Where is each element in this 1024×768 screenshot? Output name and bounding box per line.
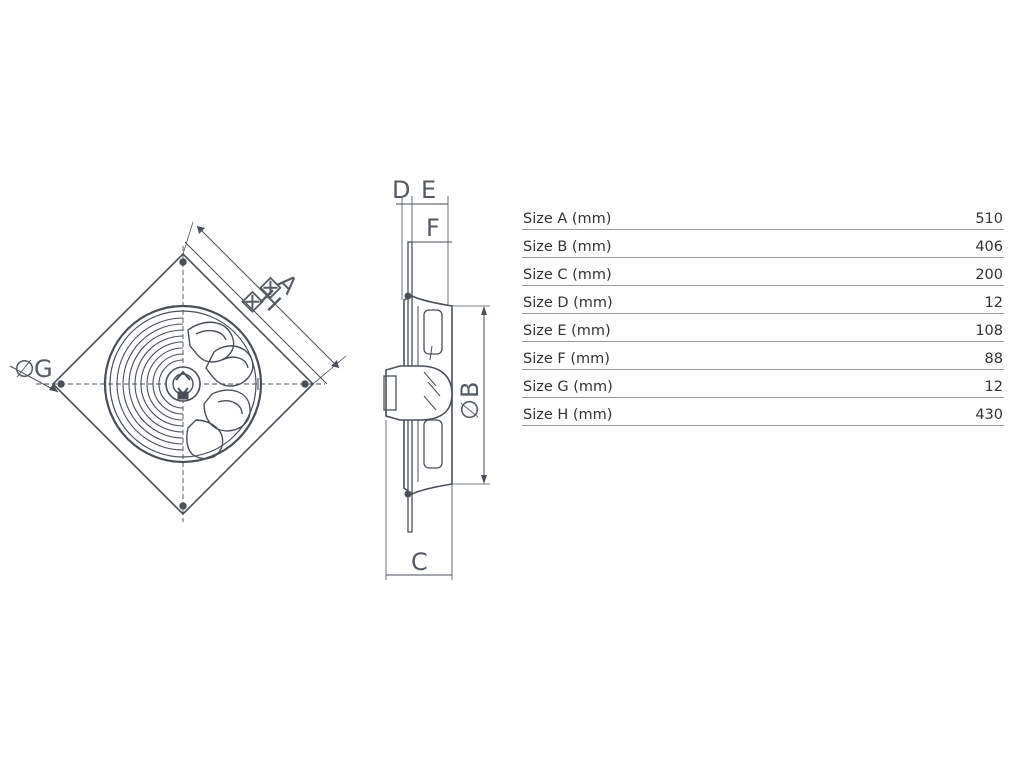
spec-label: Size A (mm) [522, 202, 887, 230]
diameter-symbol-g: ∅ [14, 355, 35, 383]
mounting-bolt [404, 292, 412, 300]
blade-profile [423, 309, 443, 355]
label-e: E [421, 176, 436, 204]
mounting-hole [57, 380, 65, 388]
dimension-arrow [481, 475, 487, 484]
table-row: Size A (mm) 510 [522, 202, 1004, 230]
label-b: B [456, 382, 484, 398]
table-row: Size D (mm) 12 [522, 285, 1004, 314]
dimension-line-a [196, 225, 340, 369]
spec-label: Size D (mm) [522, 285, 887, 314]
dimension-arrow [481, 306, 487, 315]
motor-fins [423, 345, 441, 411]
mounting-bolt [404, 490, 412, 498]
guard-grille [104, 305, 259, 463]
spec-value: 12 [886, 369, 1004, 398]
spec-value: 510 [886, 202, 1004, 230]
table-row: Size C (mm) 200 [522, 257, 1004, 286]
extension-line [312, 355, 347, 385]
spec-label: Size B (mm) [522, 229, 887, 258]
label-c: C [411, 548, 428, 576]
table-row: Size B (mm) 406 [522, 229, 1004, 258]
table-row: Size E (mm) 108 [522, 313, 1004, 342]
hub-outer [165, 366, 201, 402]
spec-value: 108 [886, 313, 1004, 342]
table-row: Size F (mm) 88 [522, 341, 1004, 370]
front-view [9, 221, 347, 522]
diameter-symbol-b: ∅ [456, 399, 484, 420]
spec-value: 12 [886, 285, 1004, 314]
size-specification-table: Size A (mm) 510 Size B (mm) 406 Size C (… [522, 202, 1004, 426]
spec-label: Size G (mm) [522, 369, 887, 398]
dimension-arrow [197, 226, 205, 234]
technical-drawing: ⊠ A ⊠ H ∅ G [9, 176, 490, 580]
label-d: D [392, 176, 410, 204]
dimension-arrow [331, 360, 339, 368]
dimension-arrow [49, 384, 58, 392]
side-view-labels: D E F C ∅ B [392, 176, 484, 576]
guard-ring [109, 310, 257, 458]
side-view [383, 196, 490, 580]
mounting-hole [179, 258, 187, 266]
mounting-hole [301, 380, 309, 388]
table-row: Size H (mm) 430 [522, 397, 1004, 426]
spec-value: 200 [886, 257, 1004, 286]
dimension-line-g [9, 365, 59, 393]
table-row: Size G (mm) 12 [522, 369, 1004, 398]
spec-label: Size H (mm) [522, 397, 887, 426]
spec-value: 430 [886, 397, 1004, 426]
impeller-blades [186, 321, 254, 460]
blade-profile [423, 419, 443, 469]
dimension-line-h [184, 241, 328, 385]
spec-value: 406 [886, 229, 1004, 258]
spec-label: Size C (mm) [522, 257, 887, 286]
hub-label-plate [177, 391, 189, 400]
spec-label: Size F (mm) [522, 341, 887, 370]
extension-line [182, 221, 194, 255]
label-f: F [426, 214, 440, 242]
spec-value: 88 [886, 341, 1004, 370]
spec-label: Size E (mm) [522, 313, 887, 342]
label-g: G [34, 355, 53, 383]
mounting-hole [179, 502, 187, 510]
motor-terminal-box [383, 375, 397, 411]
motor-body [385, 365, 453, 421]
